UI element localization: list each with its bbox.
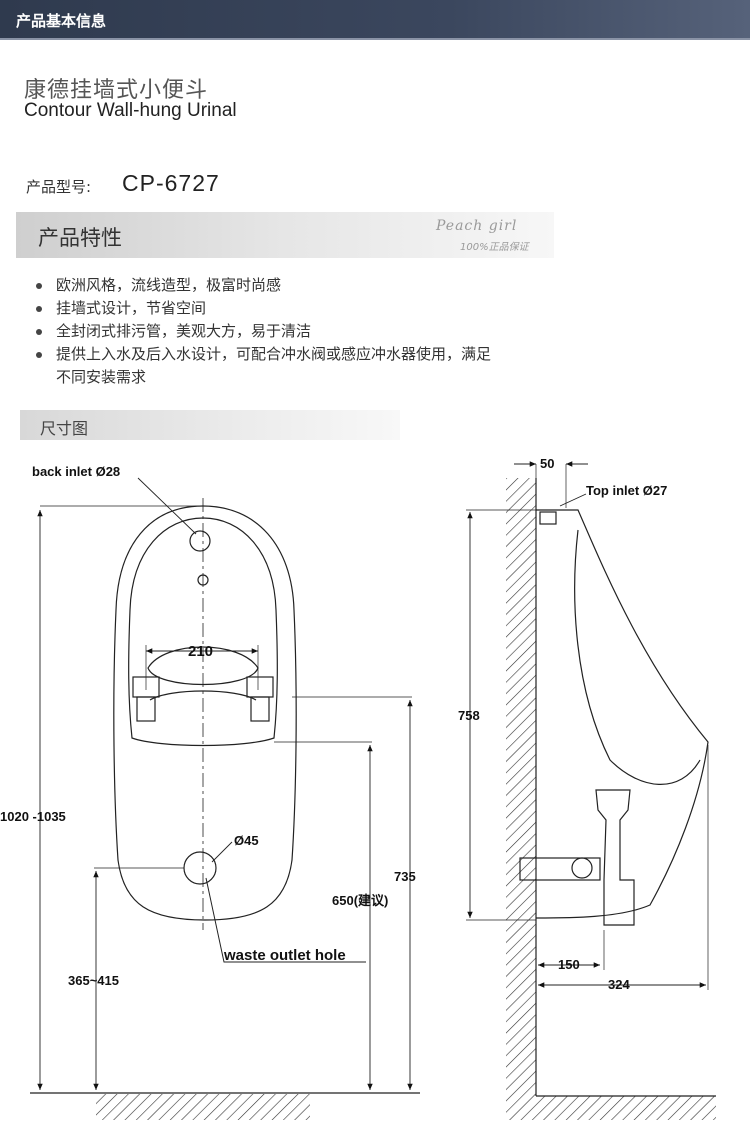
label-d45: Ø45 (234, 833, 259, 848)
urinal-front-outline (113, 505, 297, 921)
right-bracket (246, 676, 274, 698)
front-floor-hatch (96, 1094, 310, 1120)
features-title: 产品特性 (38, 226, 122, 250)
back-inlet-hole (189, 530, 211, 552)
features-title-band: 产品特性 Peach girl 100%正品保证 (16, 212, 554, 258)
watermark-guarantee: 100%正品保证 (460, 242, 529, 253)
section-header-bar: 产品基本信息 (0, 0, 750, 40)
label-top-inlet: Top inlet Ø27 (586, 483, 667, 498)
feature-list: 欧洲风格，流线造型，极富时尚感 挂墙式设计，节省空间 全封闭式排污管，美观大方，… (34, 274, 504, 389)
label-650: 650(建议) (332, 893, 388, 908)
label-1020: 1020 -1035 (0, 809, 66, 824)
model-value: CP-6727 (122, 170, 220, 196)
side-trap (595, 789, 635, 926)
side-wall-hatch (506, 478, 536, 1096)
label-758: 758 (458, 708, 480, 723)
label-210: 210 (188, 643, 213, 660)
product-name-cn: 康德挂墙式小便斗 (24, 78, 209, 103)
dimension-drawing: back inlet Ø28 210 1020 -1035 Ø45 735 65… (0, 456, 716, 1120)
label-back-inlet: back inlet Ø28 (32, 464, 120, 479)
label-324: 324 (608, 977, 630, 992)
dimensions-title: 尺寸图 (40, 419, 89, 438)
feature-item: 全封闭式排污管，美观大方，易于清洁 (34, 320, 504, 343)
front-view (30, 477, 420, 1094)
waste-outlet-circle (183, 851, 217, 885)
header-divider (0, 38, 750, 40)
feature-item: 欧洲风格，流线造型，极富时尚感 (34, 274, 504, 297)
urinal-front-bowl (128, 517, 278, 747)
section-header-title: 产品基本信息 (16, 12, 107, 30)
dimensions-title-band: 尺寸图 (20, 410, 400, 440)
watermark-brand: Peach girl (436, 218, 518, 234)
urinal-side-outline (535, 509, 709, 919)
label-365: 365~415 (68, 973, 119, 988)
feature-item: 挂墙式设计，节省空间 (34, 297, 504, 320)
label-150: 150 (558, 957, 580, 972)
label-50: 50 (540, 456, 554, 471)
label-735: 735 (394, 869, 416, 884)
model-label: 产品型号: (26, 178, 92, 196)
product-name-en: Contour Wall-hung Urinal (24, 100, 237, 121)
feature-item: 提供上入水及后入水设计，可配合冲水阀或感应冲水器使用，满足不同安装需求 (34, 343, 504, 389)
side-view (466, 461, 716, 1097)
label-waste-outlet: waste outlet hole (223, 947, 346, 964)
